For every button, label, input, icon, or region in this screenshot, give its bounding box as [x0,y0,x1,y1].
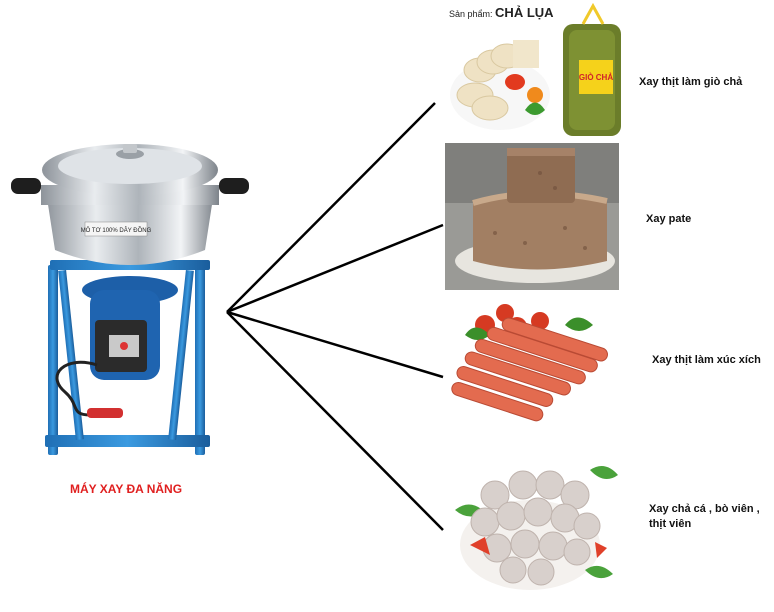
pot-lid [42,144,218,196]
svg-text:GIÒ CHẢ: GIÒ CHẢ [579,73,613,82]
caption-gio-cha: Xay thịt làm giò chả [639,76,743,88]
machine-label: MÁY XAY ĐA NĂNG [70,482,183,496]
product-tag: Sản phẩm: CHẢ LỤA [449,5,554,20]
product-image-cha-lua: GIÒ CHẢ Sản phẩm: CHẢ LỤA [445,0,625,140]
pot-handle-right [219,178,249,194]
caption-cha-ca-bo-vien: Xay chả cá , bò viên , thịt viên [649,503,760,530]
caption-xuc-xich: Xay thịt làm xúc xích [652,354,761,366]
pot-handle-left [11,178,41,194]
svg-text:MÔ TƠ 100% DÂY ĐỒNG: MÔ TƠ 100% DÂY ĐỒNG [81,227,152,234]
product-image-pate [445,143,619,290]
motor [82,276,178,380]
product-image-sausages [445,295,623,441]
product-image-meatballs [445,450,623,598]
plug-handle [87,408,123,418]
steel-pot: MÔ TƠ 100% DÂY ĐỒNG [41,185,219,265]
connector-line-2 [226,223,444,314]
caption-pate: Xay pate [646,213,692,225]
meat-grinder-machine-illustration: MÔ TƠ 100% DÂY ĐỒNG [11,144,249,455]
connector-line-1 [226,102,436,313]
connector-line-3 [226,310,444,379]
connector-line-4 [226,311,444,531]
